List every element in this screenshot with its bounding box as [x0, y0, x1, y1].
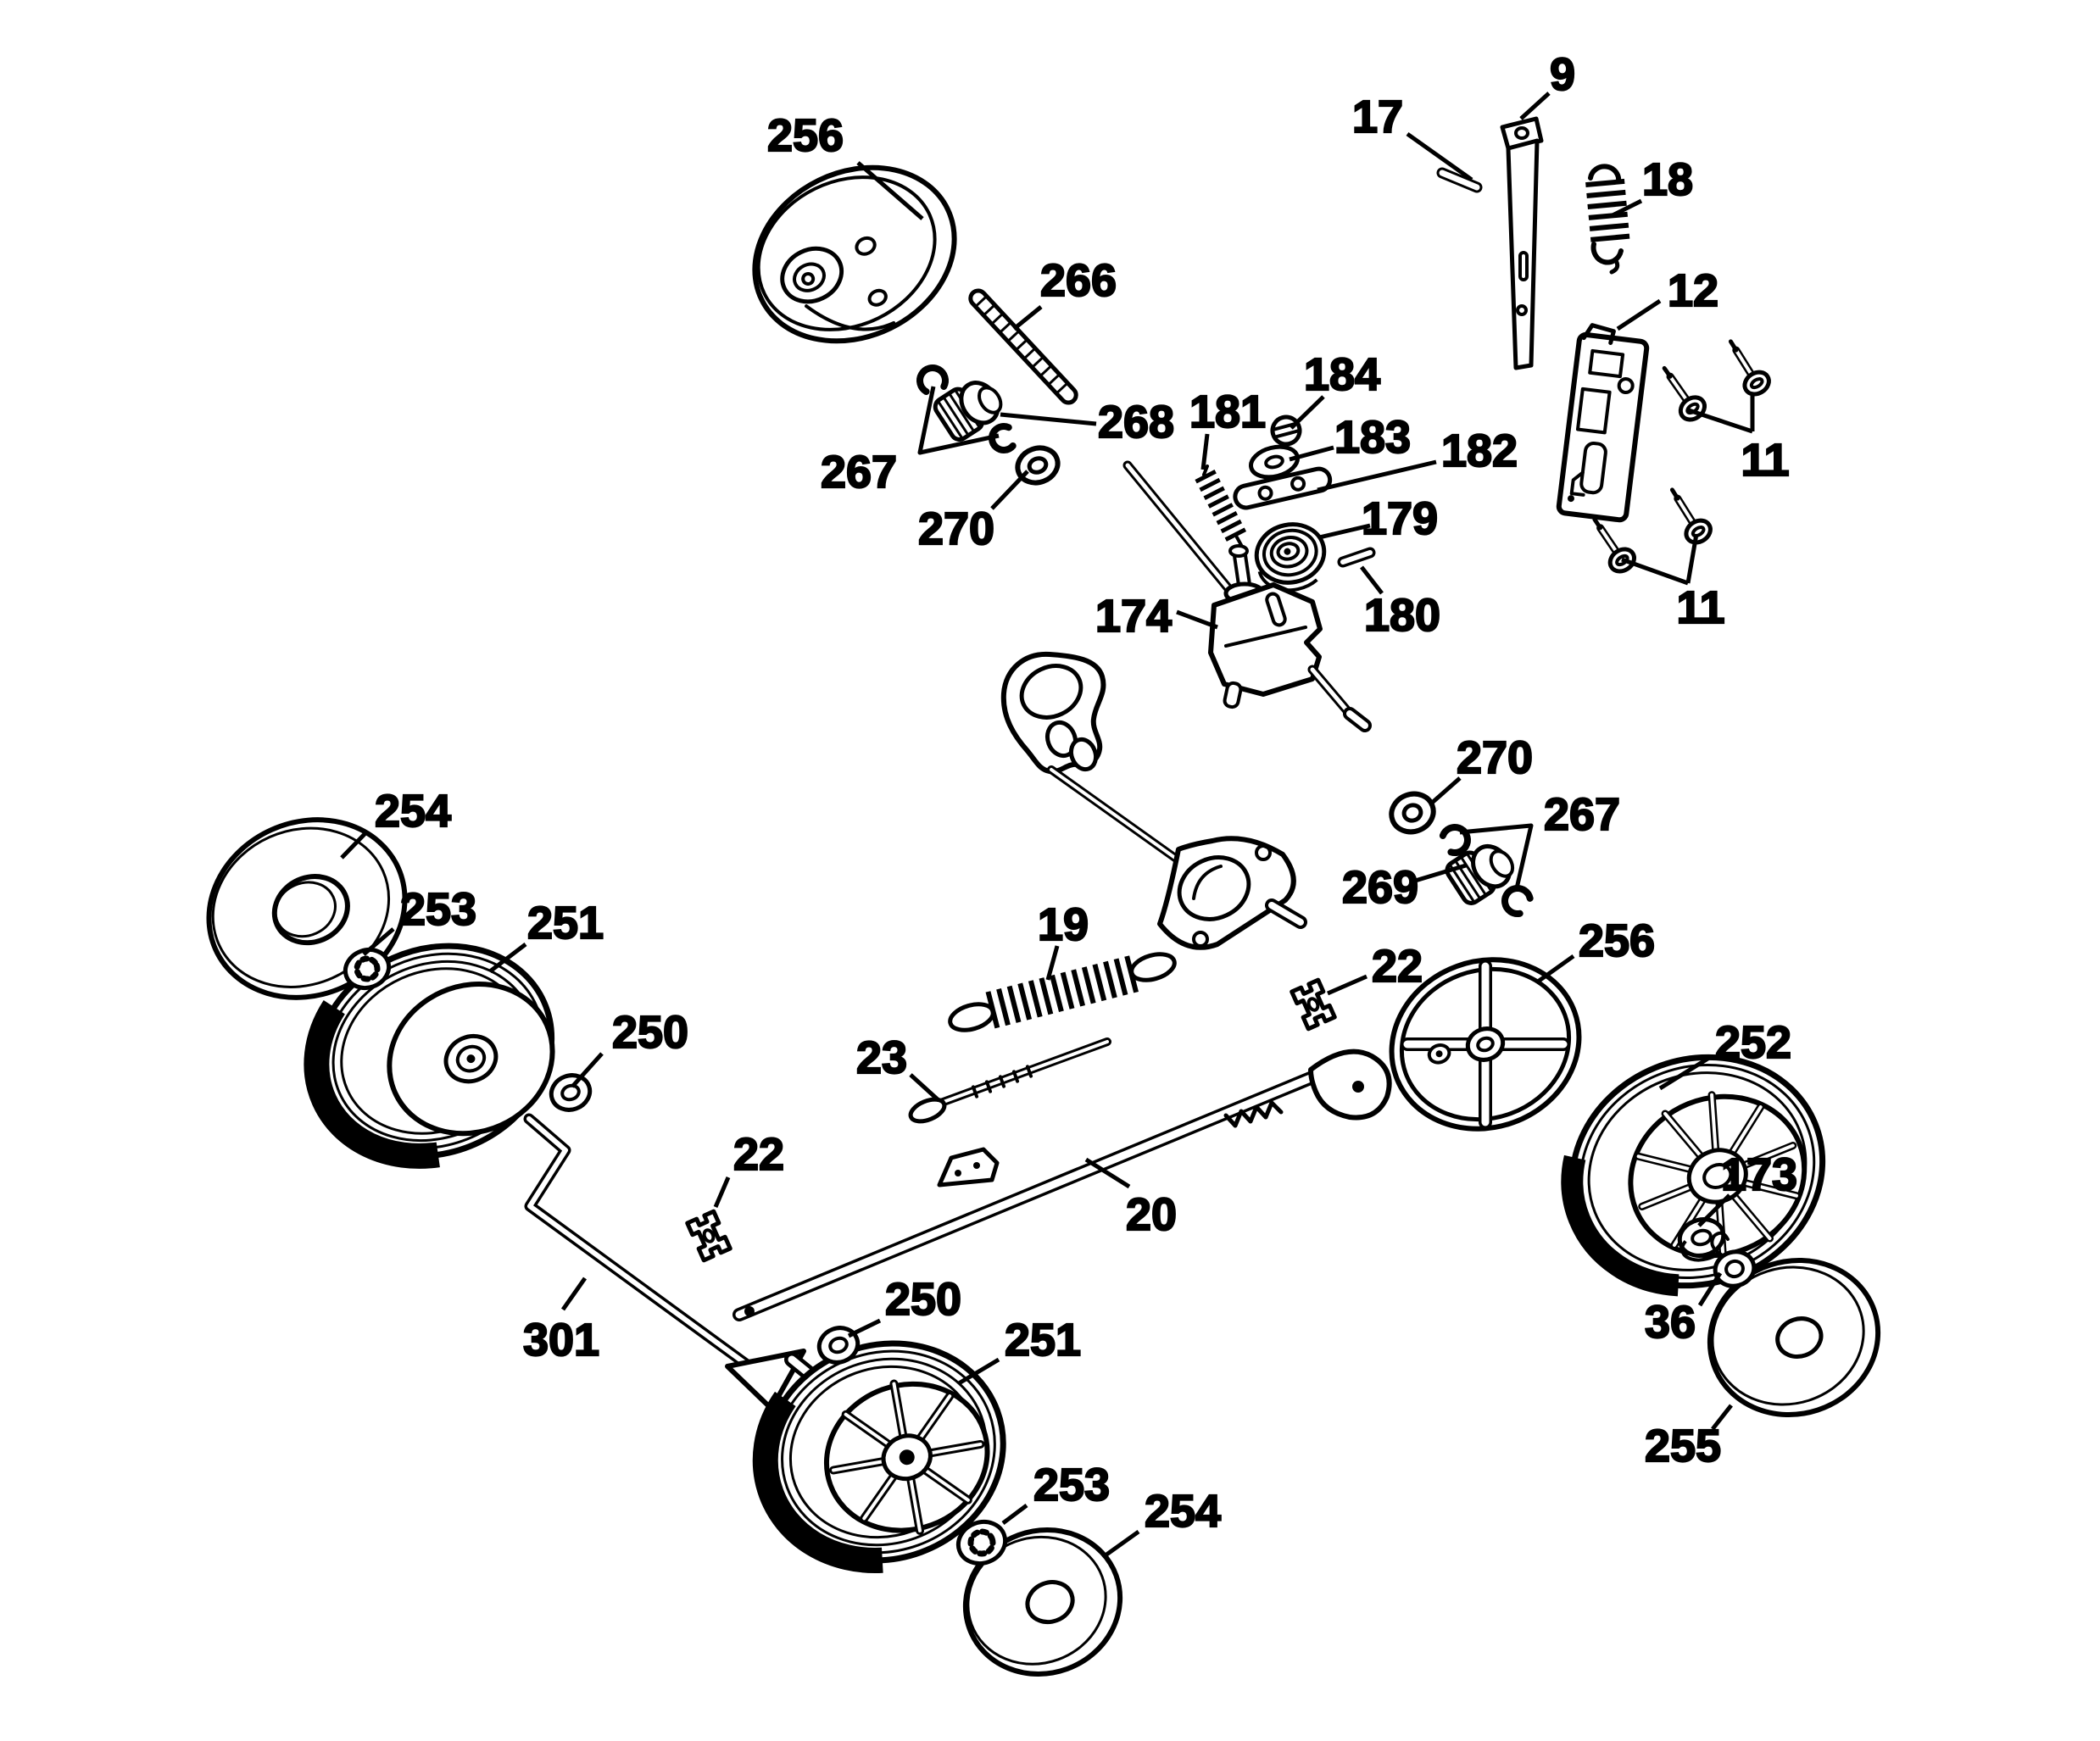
part-label-179: 179 [1361, 492, 1439, 545]
part-gearbox-174 [1208, 544, 1372, 732]
part-rod-301 [523, 1113, 827, 1411]
part-label-270-right: 270 [1456, 731, 1534, 784]
part-label-9: 9 [1549, 48, 1576, 101]
part-label-266: 266 [1039, 254, 1117, 307]
part-label-181: 181 [1189, 386, 1267, 438]
part-clip-267-right [1439, 824, 1534, 917]
part-label-268: 268 [1097, 396, 1175, 448]
part-locknut-253-left [343, 947, 392, 991]
part-label-250-bottom: 250 [884, 1273, 962, 1326]
part-wheel-251-bottom [752, 1331, 1017, 1573]
part-input-shaft [1122, 460, 1236, 597]
part-label-180: 180 [1363, 589, 1441, 642]
part-spring-18 [1585, 164, 1630, 275]
part-screw-11-c [1592, 517, 1636, 574]
part-bolt-266 [968, 288, 1078, 405]
part-bracket-12 [1556, 323, 1650, 523]
part-label-251-left: 251 [526, 897, 604, 949]
part-wheel-cover-256-top [752, 164, 957, 344]
part-adjuster-knob-268 [933, 381, 1003, 442]
part-label-19: 19 [1037, 898, 1089, 951]
part-washer-250-bottom [816, 1326, 861, 1365]
part-rod-23 [908, 1037, 1111, 1124]
part-label-174: 174 [1095, 590, 1173, 642]
part-label-267-right: 267 [1543, 788, 1621, 841]
part-label-270-left: 270 [917, 503, 995, 555]
part-wheel-cover-256-right [1389, 957, 1582, 1132]
part-hubcap-255 [1707, 1257, 1881, 1418]
part-screw-11-a [1662, 365, 1707, 422]
part-label-11-bottom: 11 [1675, 581, 1725, 634]
part-label-17: 17 [1351, 91, 1404, 143]
part-screw-11-d [1669, 487, 1713, 545]
part-clamp-22-left [685, 1209, 732, 1263]
leader-lines [340, 92, 1755, 1560]
part-wheel-252 [1561, 1046, 1834, 1297]
part-pin-180 [1337, 547, 1376, 568]
part-label-250-left: 250 [611, 1006, 689, 1059]
part-label-184: 184 [1303, 348, 1381, 401]
part-pulley-179 [1254, 522, 1329, 592]
part-label-18: 18 [1641, 153, 1694, 206]
part-label-252: 252 [1714, 1016, 1792, 1069]
part-label-256-right: 256 [1578, 915, 1656, 967]
part-label-20: 20 [1125, 1188, 1178, 1241]
part-washer-250-left [549, 1073, 593, 1112]
part-idler-arm-257 [1000, 651, 1307, 950]
part-label-173: 173 [1720, 1149, 1798, 1201]
part-label-183: 183 [1334, 411, 1412, 464]
part-label-182: 182 [1440, 425, 1518, 477]
part-adjuster-knob-269 [1445, 844, 1515, 905]
part-label-36: 36 [1644, 1296, 1696, 1349]
part-clamp-22-right [1290, 977, 1337, 1032]
part-label-253-bottom: 253 [1033, 1459, 1111, 1511]
part-label-11-top: 11 [1740, 434, 1790, 487]
part-washer-270-right [1389, 791, 1436, 835]
part-washer-36 [1710, 1231, 1757, 1288]
part-hubcap-254-bottom [962, 1527, 1123, 1677]
part-label-255: 255 [1644, 1420, 1722, 1472]
part-label-256-top: 256 [766, 109, 844, 162]
part-clip-267-left [916, 364, 1019, 453]
part-screw-11-b [1728, 339, 1771, 397]
part-label-251-bottom: 251 [1004, 1314, 1082, 1366]
part-label-254-left: 254 [374, 785, 452, 837]
part-hanger-bar-9 [1500, 116, 1544, 370]
part-spring-19 [948, 952, 1177, 1032]
part-label-253-left: 253 [399, 883, 477, 936]
part-label-269: 269 [1341, 861, 1419, 914]
part-label-12: 12 [1667, 264, 1719, 317]
part-locknut-253-bottom [955, 1519, 1008, 1566]
part-link-bar-182 [1233, 466, 1333, 510]
part-label-23: 23 [855, 1032, 908, 1084]
part-label-22-left: 22 [732, 1128, 785, 1181]
part-pin-17 [1436, 167, 1483, 193]
part-spring-181 [1195, 464, 1247, 547]
part-label-22-right: 22 [1371, 940, 1423, 993]
part-label-267-left: 267 [820, 446, 898, 498]
part-label-301: 301 [522, 1314, 600, 1366]
part-wheel-251-left [304, 933, 565, 1169]
part-label-254-bottom: 254 [1144, 1485, 1222, 1538]
part-adjuster-bar-20 [732, 1048, 1392, 1321]
